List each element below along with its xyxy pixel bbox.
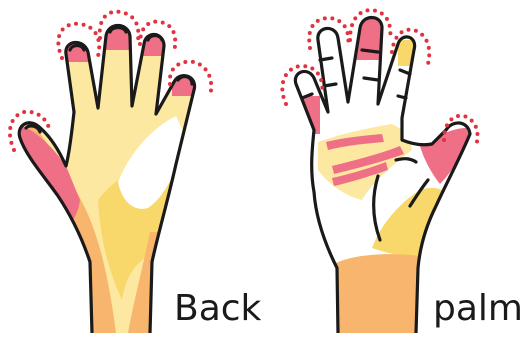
palm-little-pink — [290, 96, 320, 134]
palm-orange-wrist — [330, 254, 420, 333]
palm-label: palm — [433, 291, 520, 327]
back-little-pink-tip — [172, 68, 200, 96]
palm-illustration — [282, 10, 477, 333]
back-of-hand-illustration — [10, 12, 211, 333]
palm-ring-yellow — [398, 40, 420, 66]
back-label: Back — [174, 291, 261, 327]
